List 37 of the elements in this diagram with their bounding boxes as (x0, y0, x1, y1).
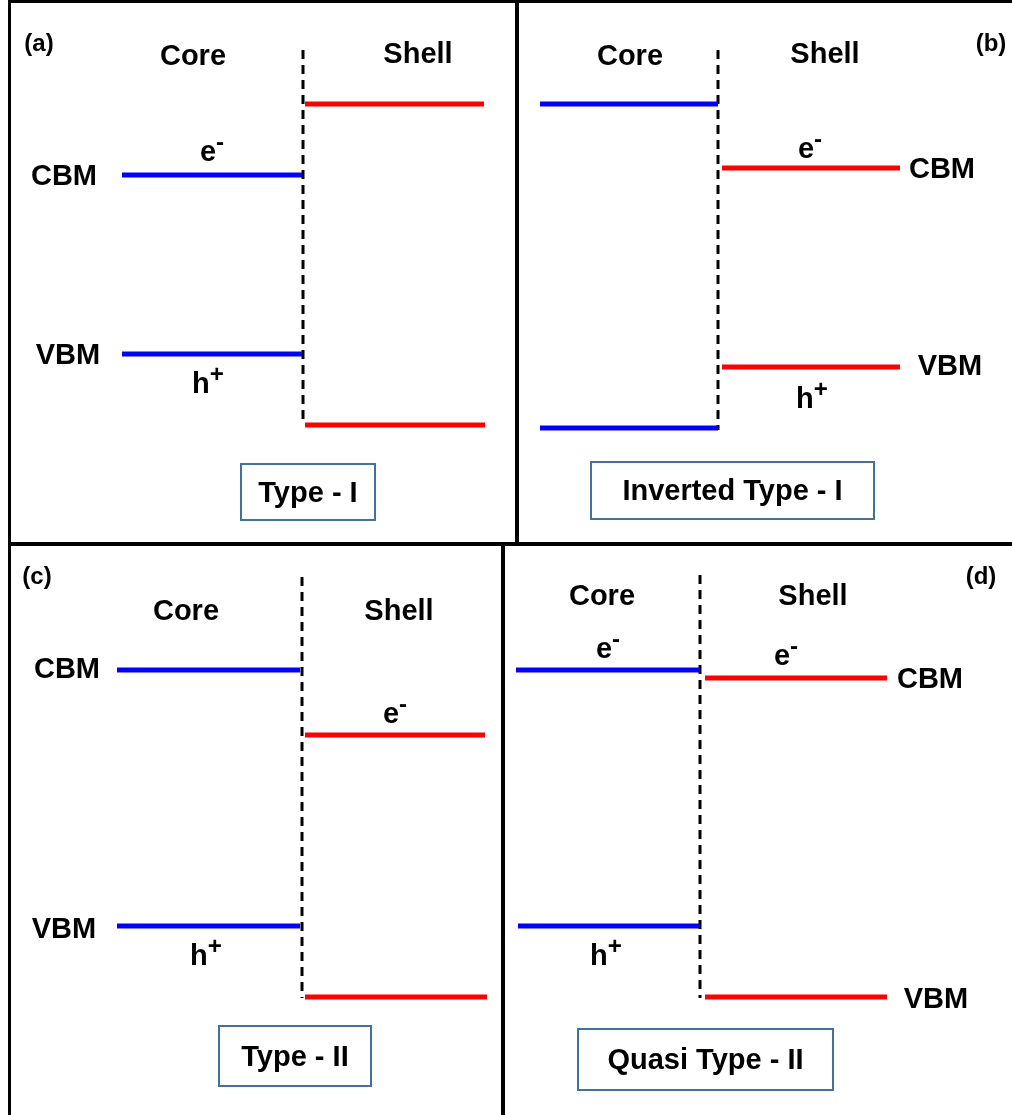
diagram-panel (8, 543, 504, 1115)
diagram-panel (516, 0, 1012, 545)
diagram-panel (8, 0, 518, 545)
region-heading: Shell (383, 38, 453, 68)
carrier-label: h$^{+}$ (192, 362, 224, 398)
band-label: VBM (903, 983, 969, 1013)
panel-letter: (d) (965, 564, 997, 588)
alignment-type-box: Inverted Type - I (590, 461, 875, 520)
band-label: CBM (897, 663, 963, 693)
carrier-label: h$^{+}$ (796, 377, 828, 413)
alignment-type-box: Quasi Type - II (577, 1028, 834, 1091)
alignment-type-box: Type - II (218, 1025, 372, 1087)
region-heading: Core (596, 40, 664, 70)
carrier-label: e$^{-}$ (797, 127, 823, 163)
region-heading: Core (568, 580, 636, 610)
region-heading: Shell (778, 580, 848, 610)
region-heading: Shell (364, 595, 434, 625)
band-label: CBM (31, 160, 97, 190)
region-heading: Core (152, 595, 220, 625)
band-label: VBM (31, 913, 97, 943)
carrier-label: h$^{+}$ (190, 934, 222, 970)
panel-letter: (a) (24, 31, 54, 55)
carrier-label: e$^{-}$ (595, 627, 621, 663)
carrier-label: h$^{+}$ (590, 934, 622, 970)
band-label: VBM (917, 350, 983, 380)
panel-letter: (c) (22, 564, 52, 588)
panel-letter: (b) (975, 31, 1007, 55)
region-heading: Shell (790, 38, 860, 68)
diagram-panel (502, 543, 1012, 1115)
band-label: VBM (35, 339, 101, 369)
band-label: CBM (34, 653, 100, 683)
region-heading: Core (159, 40, 227, 70)
alignment-type-box: Type - I (240, 463, 376, 521)
band-label: CBM (909, 153, 975, 183)
carrier-label: e$^{-}$ (382, 692, 408, 728)
carrier-label: e$^{-}$ (773, 634, 799, 670)
carrier-label: e$^{-}$ (199, 130, 225, 166)
